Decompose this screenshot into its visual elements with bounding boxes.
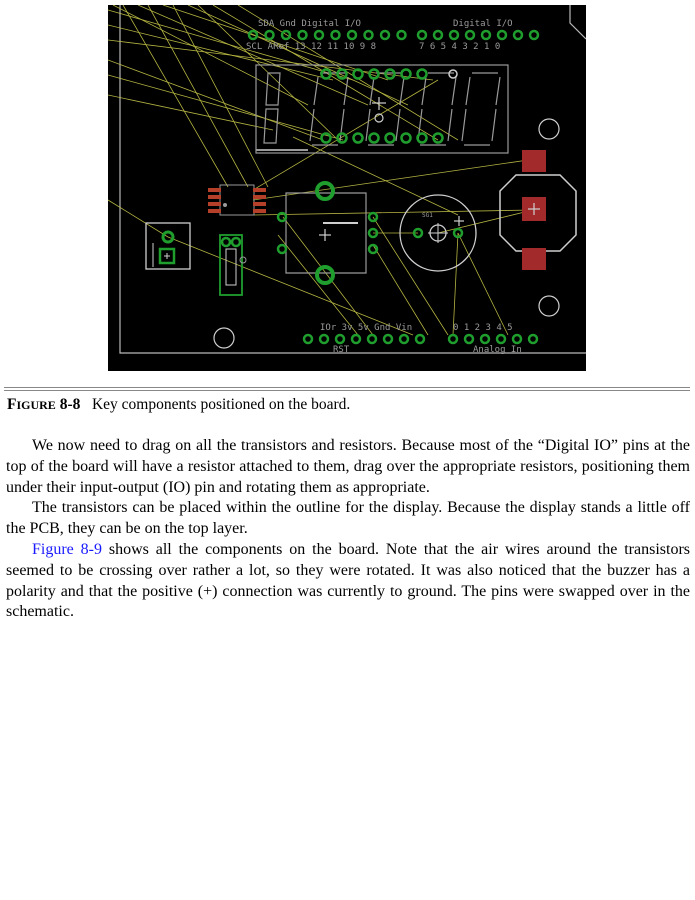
pcb-pad: [400, 68, 412, 80]
body-text: We now need to drag on all the transisto…: [6, 436, 690, 623]
pcb-pad: [336, 68, 348, 80]
pcb-pad: [280, 29, 292, 41]
pcb-pad: [368, 68, 380, 80]
analog-pin-labels: 0 1 2 3 4 5: [453, 323, 513, 333]
pcb-pad: [414, 333, 426, 345]
pcb-pad: [398, 333, 410, 345]
pcb-pad: [432, 132, 444, 144]
pcb-pad: [352, 68, 364, 80]
pcb-pad: [313, 29, 325, 41]
pcb-pad: [416, 132, 428, 144]
pcb-pad: [528, 29, 540, 41]
figure-caption: FIGURE 8-8 Key components positioned on …: [7, 395, 350, 415]
paragraph-1: We now need to drag on all the transisto…: [6, 437, 690, 496]
pcb-pad: [512, 29, 524, 41]
paragraph-2: The transistors can be placed within the…: [6, 499, 690, 538]
pcb-pad: [302, 333, 314, 345]
pcb-pad: [363, 29, 374, 41]
pcb-pad: [336, 132, 348, 144]
pcb-pad: [330, 29, 341, 41]
pcb-pad: [496, 29, 508, 41]
pcb-pad: [396, 29, 407, 41]
pcb-pad: [384, 132, 396, 144]
caption-label: FIGURE 8-8: [7, 396, 81, 413]
caption-rule-top-2: [4, 390, 690, 391]
paragraph-3-text: shows all the components on the board. N…: [6, 540, 690, 621]
header-pin-labels-right: 7 6 5 4 3 2 1 0: [419, 42, 500, 52]
analog-in-label: Analog In: [473, 345, 522, 355]
pcb-pad: [297, 29, 308, 41]
pcb-pad: [264, 29, 275, 41]
pcb-pad: [495, 333, 507, 345]
paragraph-3: Figure 8-9 shows all the components on t…: [6, 540, 690, 623]
pcb-pad: [350, 333, 362, 345]
pcb-pad: [400, 132, 412, 144]
header-label-top: SDA Gnd Digital I/O: [258, 19, 361, 29]
buzzer-label: SG1: [422, 212, 433, 219]
pcb-pad: [334, 333, 346, 345]
pcb-pad: [368, 132, 380, 144]
pcb-pad: [382, 333, 394, 345]
rst-label: RST: [333, 345, 350, 355]
pcb-pad: [463, 333, 475, 345]
pcb-pad: [416, 68, 428, 80]
pcb-pad: [247, 29, 259, 41]
pcb-pad: [384, 68, 396, 80]
pcb-pad: [480, 29, 492, 41]
pcb-pad: [511, 333, 523, 345]
power-header-labels: IOr 3v 5v Gnd Vin: [320, 323, 412, 333]
pcb-pad: [379, 29, 391, 41]
pcb-pad: [432, 29, 444, 41]
pcb-pad: [464, 29, 476, 41]
pcb-pad: [447, 333, 459, 345]
caption-rule-top: [4, 387, 690, 388]
pcb-pad: [416, 29, 428, 41]
figure-8-9-link[interactable]: Figure 8-9: [32, 540, 102, 558]
pcb-pad: [320, 132, 332, 144]
caption-text: Key components positioned on the board.: [91, 396, 351, 413]
pcb-pad: [346, 29, 358, 41]
pcb-pad: [448, 29, 460, 41]
pcb-pad: [527, 333, 539, 345]
pcb-layout-figure: SDA Gnd Digital I/O Digital I/O SCL ARef…: [108, 5, 586, 371]
pcb-pad: [479, 333, 491, 345]
pcb-pad: [318, 333, 330, 345]
header-pin-labels-left: SCL ARef 13 12 11 10 9 8: [246, 42, 376, 52]
caption-number: 8-8: [59, 396, 81, 413]
pcb-pad: [352, 132, 364, 144]
header-label-top-right: Digital I/O: [453, 19, 513, 29]
pcb-pad: [366, 333, 378, 345]
pcb-pad: [320, 68, 332, 80]
